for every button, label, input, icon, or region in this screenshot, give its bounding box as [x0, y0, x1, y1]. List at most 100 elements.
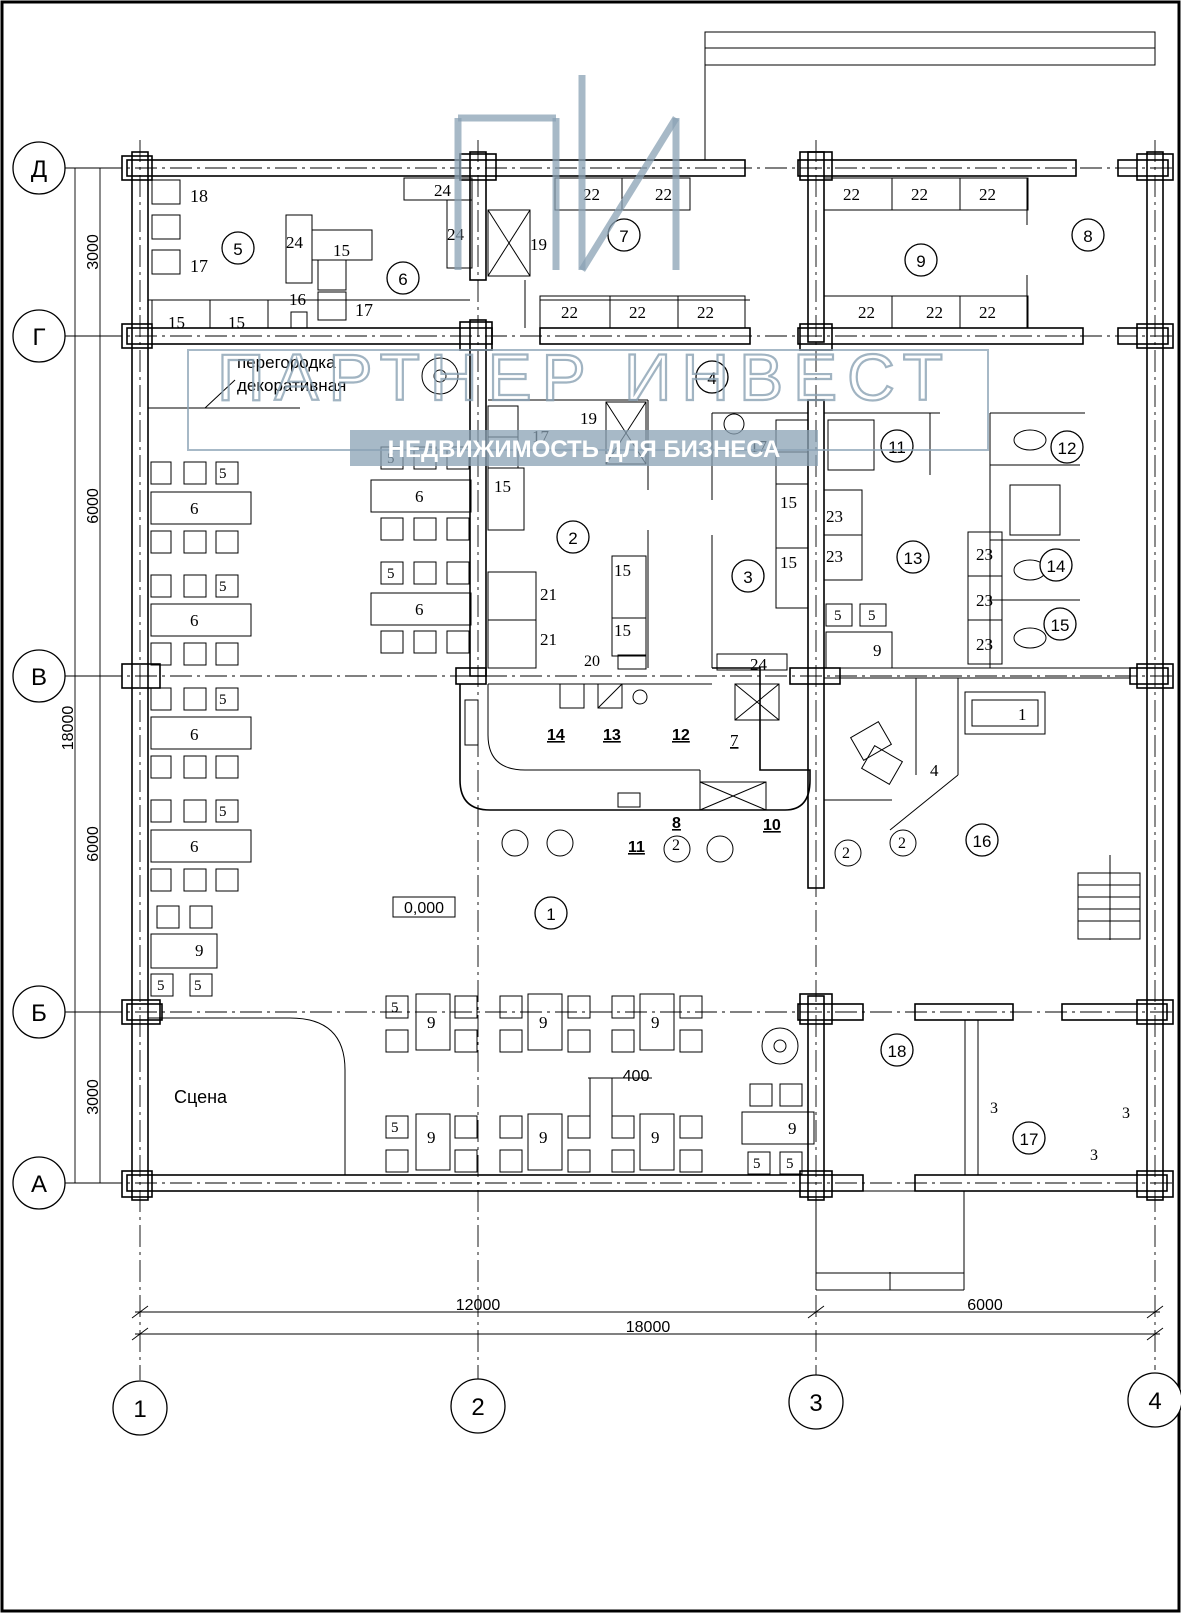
svg-text:18: 18: [190, 186, 208, 206]
svg-text:5: 5: [219, 466, 227, 482]
level-mark: 0,000: [404, 900, 444, 917]
svg-text:11: 11: [888, 438, 906, 457]
svg-text:24: 24: [750, 655, 768, 674]
dim-6000-lower: 6000: [85, 826, 102, 862]
svg-text:22: 22: [583, 185, 600, 204]
svg-text:22: 22: [979, 303, 996, 322]
svg-text:1: 1: [546, 905, 555, 924]
partition-label-2: декоративная: [237, 376, 346, 395]
svg-text:23: 23: [826, 507, 843, 526]
svg-text:4: 4: [707, 369, 716, 388]
svg-text:15: 15: [333, 241, 350, 260]
text-labels: перегородка декоративная Сцена 0,000 400: [174, 353, 652, 1128]
svg-text:13: 13: [603, 727, 621, 744]
svg-text:3: 3: [990, 1100, 998, 1117]
svg-text:5: 5: [219, 579, 227, 595]
svg-text:7: 7: [619, 227, 628, 246]
svg-text:8: 8: [1083, 227, 1092, 246]
axis-label-D: Д: [31, 156, 47, 183]
svg-text:9: 9: [195, 941, 204, 960]
svg-text:17: 17: [1020, 1130, 1039, 1149]
svg-text:23: 23: [976, 635, 993, 654]
dim-400: 400: [623, 1068, 650, 1085]
axis-label-3: 3: [809, 1390, 822, 1417]
equipment-numbers: 18 17 17 16 15 15 15 24 24 24 19 22 22 2…: [157, 181, 1130, 1172]
svg-text:23: 23: [976, 545, 993, 564]
svg-text:2: 2: [568, 529, 577, 548]
svg-text:22: 22: [843, 185, 860, 204]
svg-text:12: 12: [1058, 439, 1077, 458]
svg-text:5: 5: [219, 692, 227, 708]
room-markers: 5 6 7 9 8 4 2 3 11 13 12 14 15 1 16 18 1…: [221, 218, 1105, 1155]
axis-label-V: В: [31, 664, 47, 691]
svg-text:23: 23: [976, 591, 993, 610]
svg-text:24: 24: [286, 233, 304, 252]
svg-text:5: 5: [786, 1156, 794, 1172]
svg-text:15: 15: [780, 493, 797, 512]
svg-text:6: 6: [398, 270, 407, 289]
svg-text:3: 3: [743, 568, 752, 587]
watermark-logo: ПАРТНЕР ИНВЕСТ НЕДВИЖИМОСТЬ ДЛЯ БИЗНЕСА: [187, 75, 989, 466]
axis-label-1: 1: [133, 1396, 146, 1423]
svg-text:9: 9: [427, 1013, 436, 1032]
left-dimensions: 3000 6000 18000 6000 3000: [60, 167, 105, 1184]
svg-text:2: 2: [672, 837, 680, 854]
svg-text:9: 9: [873, 641, 882, 660]
svg-text:17: 17: [355, 300, 373, 320]
svg-text:22: 22: [911, 185, 928, 204]
svg-text:5: 5: [753, 1156, 761, 1172]
axis-label-A: А: [31, 1171, 47, 1198]
svg-text:5: 5: [868, 608, 876, 624]
svg-text:2: 2: [898, 835, 906, 852]
svg-text:17: 17: [190, 256, 208, 276]
walls: [121, 31, 1174, 1291]
svg-text:2: 2: [842, 845, 850, 862]
svg-text:6: 6: [190, 837, 199, 856]
svg-text:13: 13: [904, 549, 923, 568]
row-axis-bubbles: Д Г В Б А: [12, 141, 66, 1210]
svg-text:9: 9: [788, 1119, 797, 1138]
svg-text:22: 22: [629, 303, 646, 322]
svg-text:15: 15: [614, 561, 631, 580]
svg-text:15: 15: [228, 313, 245, 332]
watermark-tagline: НЕДВИЖИМОСТЬ ДЛЯ БИЗНЕСА: [388, 436, 781, 463]
stage-label: Сцена: [174, 1087, 228, 1107]
column-axis-bubbles: 1 2 3 4: [112, 1372, 1181, 1436]
svg-text:10: 10: [763, 817, 781, 834]
svg-text:16: 16: [289, 290, 306, 309]
svg-text:23: 23: [826, 547, 843, 566]
svg-text:15: 15: [1051, 616, 1070, 635]
svg-text:5: 5: [391, 1120, 399, 1136]
svg-text:12: 12: [672, 727, 690, 744]
svg-text:22: 22: [926, 303, 943, 322]
svg-text:15: 15: [494, 477, 511, 496]
svg-text:18: 18: [888, 1042, 907, 1061]
svg-text:5: 5: [387, 566, 395, 582]
bottom-dimensions: 12000 6000 18000: [131, 1297, 1164, 1341]
axis-label-B: Б: [31, 1000, 47, 1027]
axis-label-G: Г: [33, 324, 46, 351]
svg-text:5: 5: [219, 804, 227, 820]
svg-text:3: 3: [1122, 1105, 1130, 1122]
svg-text:19: 19: [530, 235, 547, 254]
axis-label-4: 4: [1148, 1388, 1161, 1415]
dim-18000-left: 18000: [60, 706, 77, 751]
svg-text:5: 5: [834, 608, 842, 624]
svg-text:15: 15: [168, 313, 185, 332]
svg-text:6: 6: [190, 725, 199, 744]
svg-text:9: 9: [916, 252, 925, 271]
svg-text:21: 21: [540, 630, 557, 649]
svg-text:22: 22: [697, 303, 714, 322]
svg-text:14: 14: [1047, 557, 1066, 576]
svg-text:15: 15: [780, 553, 797, 572]
svg-text:5: 5: [233, 240, 242, 259]
svg-text:5: 5: [157, 978, 165, 994]
svg-text:24: 24: [434, 181, 452, 200]
dim-6000-bottom: 6000: [967, 1297, 1003, 1314]
svg-text:21: 21: [540, 585, 557, 604]
svg-text:8: 8: [672, 815, 681, 832]
svg-text:3: 3: [1090, 1147, 1098, 1164]
svg-text:15: 15: [614, 621, 631, 640]
dim-18000-bottom: 18000: [626, 1319, 671, 1336]
